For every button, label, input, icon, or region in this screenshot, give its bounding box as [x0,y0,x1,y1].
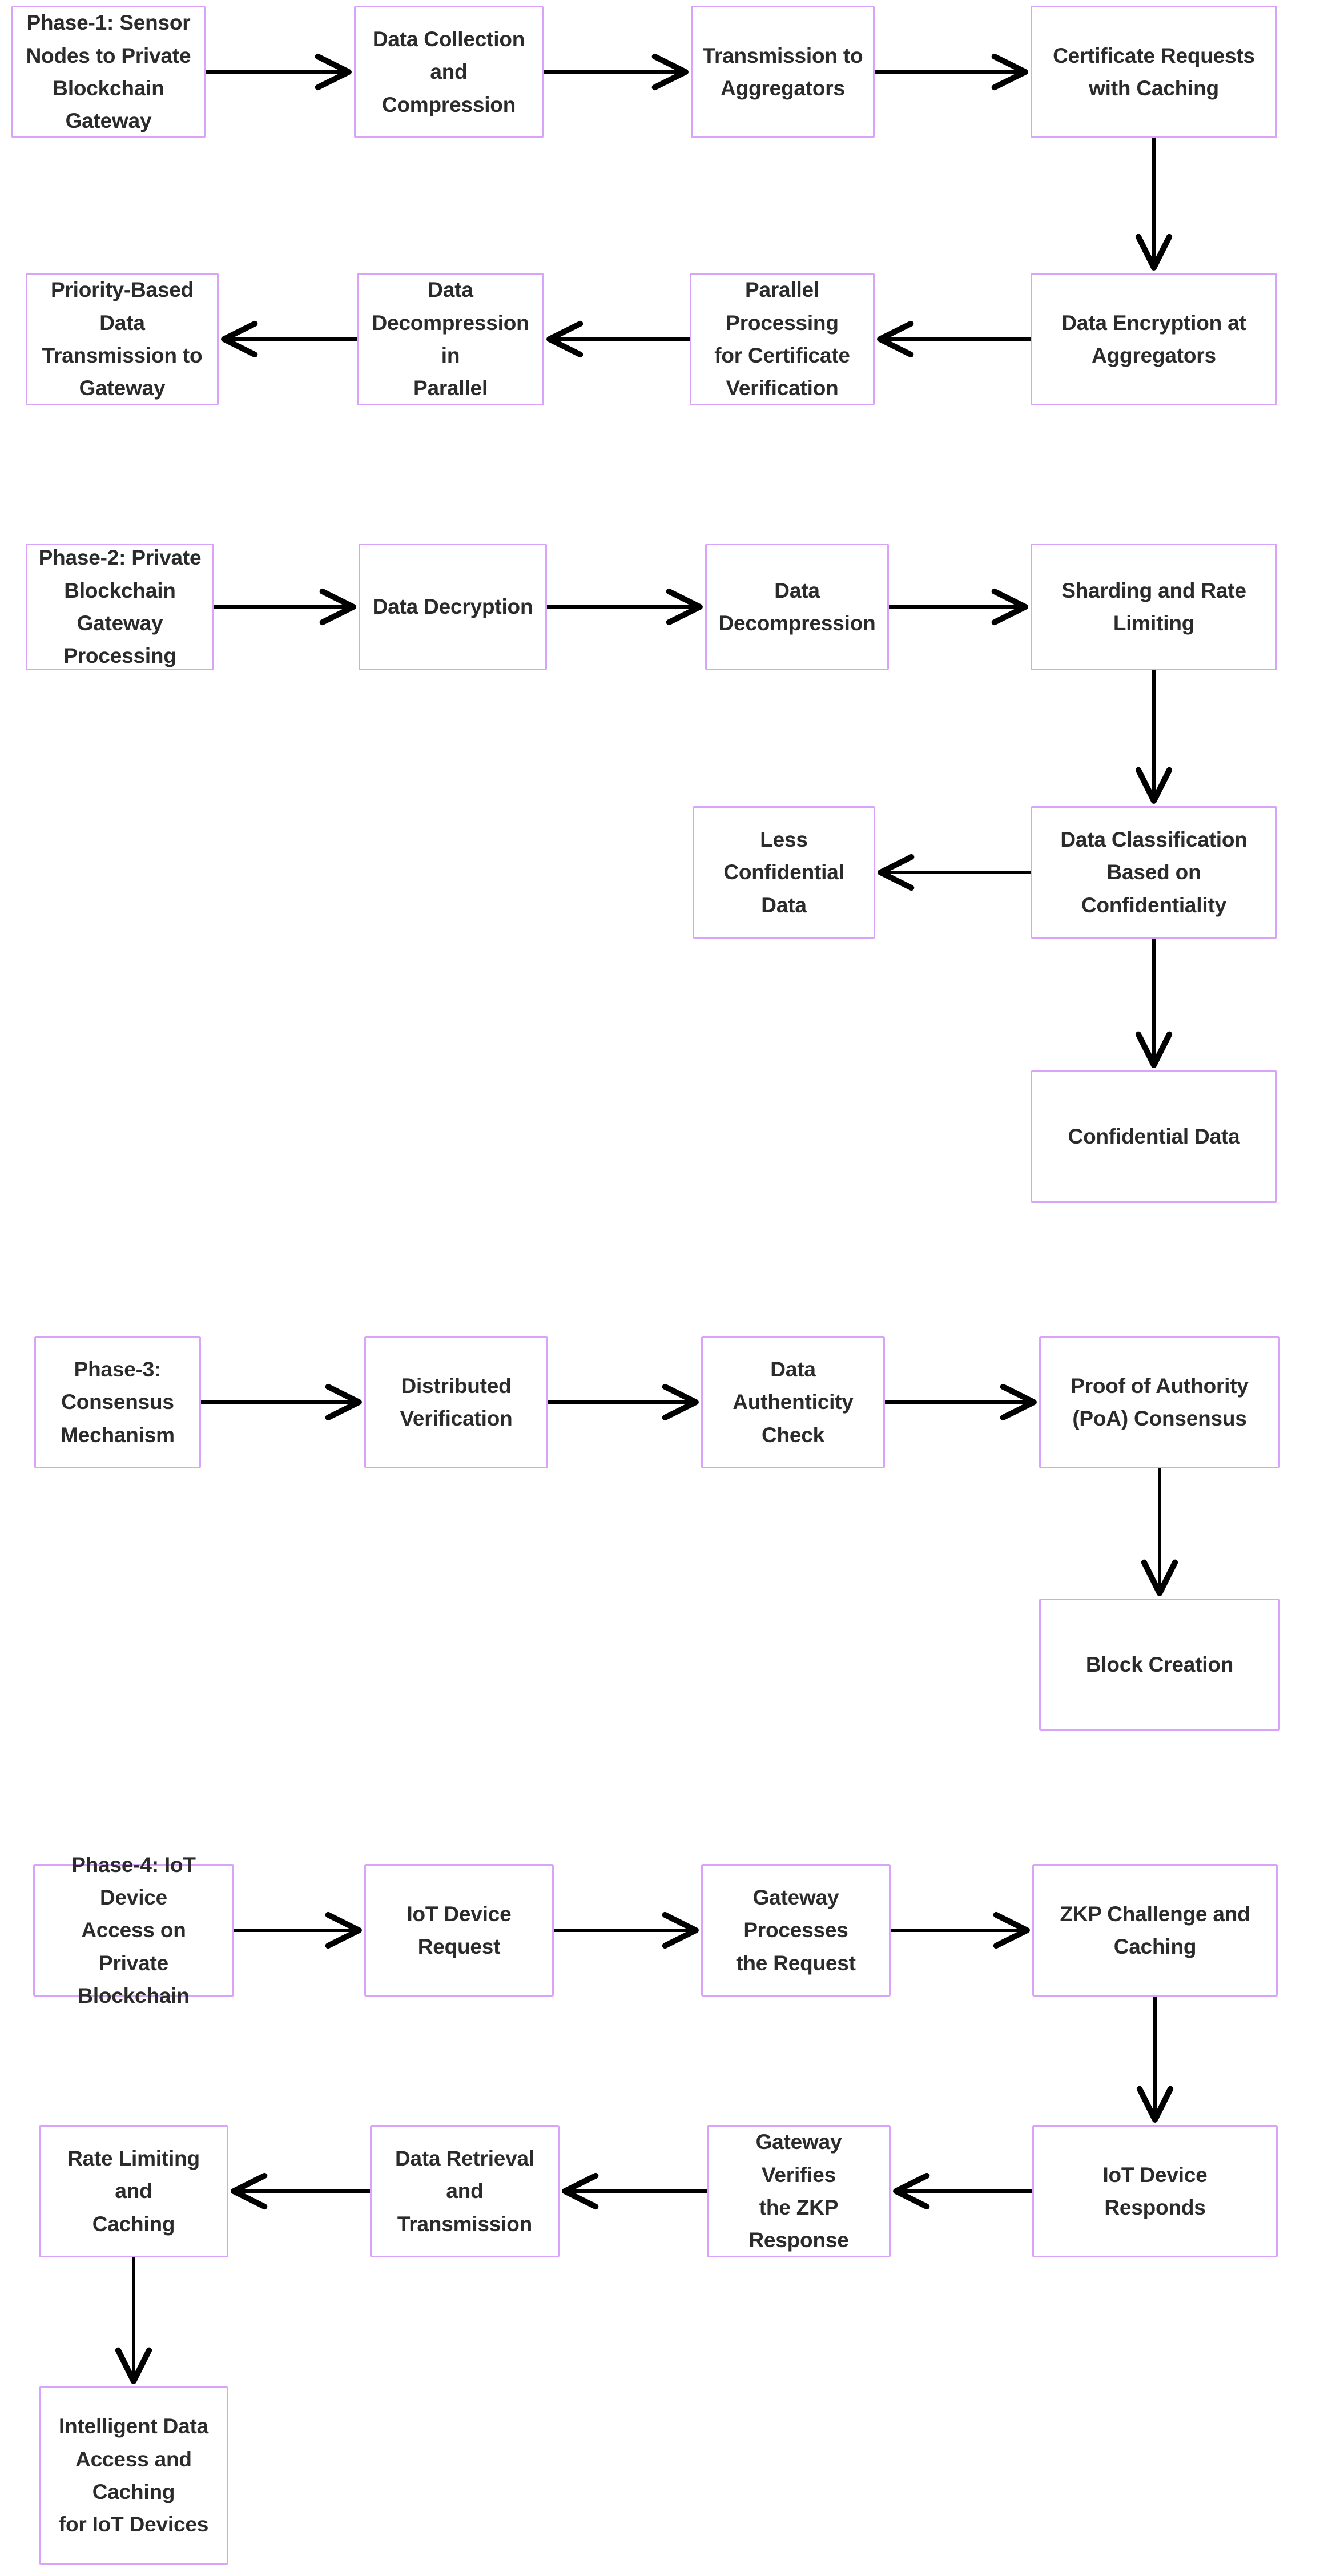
flow-node-label: Block Creation [1085,1653,1234,1677]
flow-node-n20[interactable]: Block Creation [1039,1599,1280,1731]
flow-node-label: Transmission to Aggregators [702,43,863,100]
flow-node-n4[interactable]: Certificate Requests with Caching [1031,6,1277,138]
flow-node-label: Data Collection and Compression [372,27,525,116]
flow-node-n14[interactable]: Less Confidential Data [693,806,875,939]
flow-node-label: Intelligent Data Access and Caching for … [58,2414,209,2537]
flow-node-label: Data Decryption [372,595,533,619]
flow-node-label: Sharding and Rate Limiting [1061,578,1246,635]
flow-node-n13[interactable]: Data Classification Based on Confidentia… [1031,806,1277,939]
flow-node-n11[interactable]: Data Decompression [705,544,889,670]
flow-node-label: Data Decompression [718,578,876,635]
flow-node-n27[interactable]: Data Retrieval and Transmission [370,2125,560,2257]
flow-node-label: Phase-4: IoT Device Access on Private Bl… [71,1853,196,2008]
flow-node-label: Phase-3: Consensus Mechanism [61,1357,175,1447]
flow-node-p2[interactable]: Phase-2: Private Blockchain Gateway Proc… [26,544,214,670]
flow-node-label: Proof of Authority (PoA) Consensus [1071,1374,1249,1430]
flow-node-label: IoT Device Request [407,1902,512,1958]
flow-node-n6[interactable]: Parallel Processing for Certificate Veri… [690,273,875,405]
flow-node-n2[interactable]: Data Collection and Compression [354,6,544,138]
flow-node-n15[interactable]: Confidential Data [1031,1070,1277,1203]
flow-node-label: Phase-2: Private Blockchain Gateway Proc… [38,546,202,668]
flow-node-n17[interactable]: Distributed Verification [364,1336,548,1468]
flow-node-label: Priority-Based Data Transmission to Gate… [42,278,203,400]
flow-node-label: Data Retrieval and Transmission [395,2146,534,2236]
flow-node-n10[interactable]: Data Decryption [359,544,547,670]
flow-node-label: Data Classification Based on Confidentia… [1060,827,1247,917]
flow-node-label: Data Authenticity Check [733,1357,854,1447]
flow-node-n8[interactable]: Priority-Based Data Transmission to Gate… [26,273,219,405]
flow-node-n19[interactable]: Proof of Authority (PoA) Consensus [1039,1336,1280,1468]
flow-node-n7[interactable]: Data Decompression in Parallel [357,273,544,405]
flow-node-n12[interactable]: Sharding and Rate Limiting [1031,544,1277,670]
flow-node-p4[interactable]: Phase-4: IoT Device Access on Private Bl… [33,1853,234,2007]
flow-node-n3[interactable]: Transmission to Aggregators [691,6,875,138]
flow-node-n25[interactable]: IoT Device Responds [1032,2125,1278,2257]
flow-node-label: Data Encryption at Aggregators [1061,311,1246,367]
flow-node-n5[interactable]: Data Encryption at Aggregators [1031,273,1277,405]
flow-node-n28[interactable]: Rate Limiting and Caching [39,2125,228,2257]
flow-node-label: Distributed Verification [400,1374,513,1430]
flow-node-label: Parallel Processing for Certificate Veri… [714,278,850,400]
flow-node-n24[interactable]: ZKP Challenge and Caching [1032,1864,1278,1997]
flow-node-label: Confidential Data [1068,1125,1240,1149]
flow-node-label: Data Decompression in Parallel [372,278,529,400]
flow-node-p3[interactable]: Phase-3: Consensus Mechanism [34,1336,201,1468]
flow-node-label: Less Confidential Data [723,827,844,917]
flow-node-label: Phase-1: Sensor Nodes to Private Blockch… [26,11,191,133]
flow-node-label: IoT Device Responds [1102,2163,1208,2219]
flow-node-label: Gateway Verifies the ZKP Response [748,2130,849,2252]
flow-node-n23[interactable]: Gateway Processes the Request [701,1864,891,1997]
flow-node-label: Gateway Processes the Request [736,1885,856,1975]
flow-node-n26[interactable]: Gateway Verifies the ZKP Response [707,2125,891,2257]
flow-node-p1[interactable]: Phase-1: Sensor Nodes to Private Blockch… [11,6,206,138]
flow-node-label: Certificate Requests with Caching [1053,43,1255,100]
flow-node-n29[interactable]: Intelligent Data Access and Caching for … [39,2386,228,2565]
flow-node-label: ZKP Challenge and Caching [1060,1902,1250,1958]
flow-node-n22[interactable]: IoT Device Request [364,1864,554,1997]
flow-node-label: Rate Limiting and Caching [67,2146,200,2236]
flow-node-n18[interactable]: Data Authenticity Check [701,1336,885,1468]
